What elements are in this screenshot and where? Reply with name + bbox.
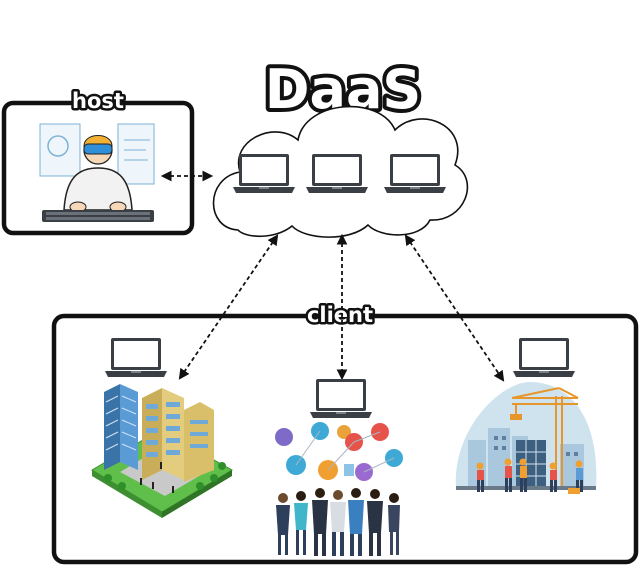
diagram-title: DaaS	[265, 58, 422, 121]
laptop-icon	[310, 379, 372, 418]
office-buildings-icon	[91, 384, 233, 518]
cloud-client-arrow-left	[178, 234, 279, 380]
laptop-icon	[105, 338, 167, 377]
construction-site-icon	[455, 382, 597, 494]
laptop-icon	[384, 154, 446, 193]
laptop-icon	[306, 154, 368, 193]
person-with-vr-headset-icon	[39, 123, 155, 222]
cloud-laptops	[233, 154, 446, 193]
client-label: client	[307, 303, 373, 327]
host-label: host	[72, 89, 124, 113]
cloud-client-arrow-right	[404, 234, 505, 382]
laptop-icon	[233, 154, 295, 193]
host-box	[1, 100, 195, 236]
laptop-icon	[513, 338, 575, 377]
business-team-icon	[275, 422, 403, 556]
